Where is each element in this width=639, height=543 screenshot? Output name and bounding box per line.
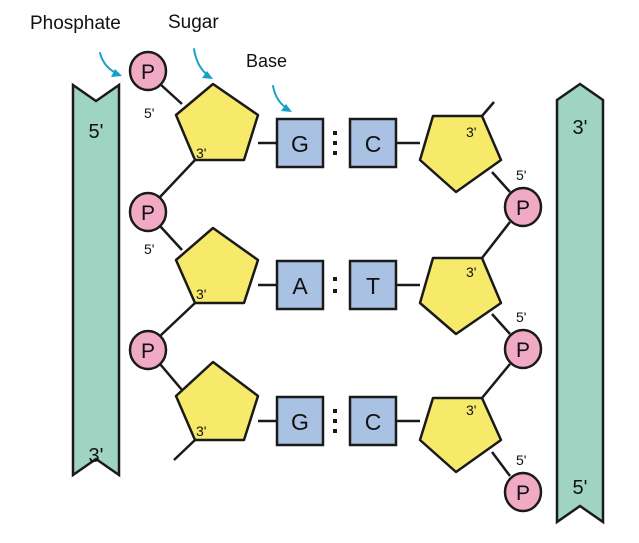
- base-caption: Base: [246, 51, 287, 71]
- phosphate-circle: [128, 50, 168, 92]
- bond-line: [173, 439, 196, 461]
- callout-arrowheads: [111, 69, 292, 112]
- hbond-dot: [333, 277, 337, 281]
- three-prime-label: 3': [466, 402, 476, 418]
- bond-line: [159, 159, 196, 198]
- sugar-pentagon: [174, 360, 260, 442]
- three-prime-label: 3': [196, 286, 206, 302]
- left-strand-backbone: [71, 82, 121, 478]
- phosphate-circle: [128, 191, 168, 233]
- left-strand-bottom-label: 3': [89, 445, 104, 467]
- sugar-pentagon: [418, 114, 503, 194]
- base-box-right: [348, 395, 398, 447]
- hbond-dot: [333, 151, 337, 155]
- arrowhead-icon: [111, 69, 122, 77]
- arrowhead-icon: [202, 71, 213, 79]
- phosphate-letter: P: [141, 340, 155, 363]
- five-prime-label: 5': [144, 241, 154, 257]
- phosphate-letter: P: [516, 482, 530, 505]
- hbond-dot: [333, 131, 337, 135]
- sugar-caption: Sugar: [168, 12, 219, 33]
- sugar-pentagon: [418, 396, 503, 474]
- sugar-pentagon: [418, 256, 503, 336]
- bases-group: G C A T G C: [275, 117, 398, 447]
- left-strand-top-label: 5': [89, 121, 104, 143]
- phosphate-circle: [503, 186, 543, 228]
- bond-line: [159, 363, 183, 391]
- bond-line: [491, 313, 511, 335]
- base-letter: G: [291, 131, 309, 157]
- phosphate-circle: [128, 329, 168, 371]
- phosphate-letter: P: [141, 61, 155, 84]
- sugar-pentagon: [174, 82, 260, 162]
- right-strand-backbone: [555, 82, 605, 525]
- phosphate-caption: Phosphate: [30, 13, 121, 34]
- prime-labels: 5' 3' 5' 3' 3' 3' 5' 3' 5' 3' 5': [144, 105, 526, 468]
- base-letter: T: [366, 273, 380, 299]
- three-prime-label: 3': [466, 124, 476, 140]
- bond-line: [481, 101, 495, 117]
- hbond-dot: [333, 141, 337, 145]
- phosphate-letter: P: [516, 197, 530, 220]
- five-prime-label: 5': [516, 309, 526, 325]
- hbond-dot: [333, 409, 337, 413]
- phosphate-circle: [503, 471, 543, 513]
- base-box-left: [275, 395, 325, 447]
- backbone-bonds: [159, 83, 511, 477]
- hbond-dot: [333, 429, 337, 433]
- base-letter: A: [292, 273, 308, 299]
- three-prime-label: 3': [466, 264, 476, 280]
- bond-line: [159, 302, 196, 337]
- phosphate-circle: [503, 328, 543, 370]
- three-prime-label: 3': [196, 145, 206, 161]
- five-prime-label: 5': [516, 167, 526, 183]
- bond-line: [159, 83, 183, 105]
- bond-line: [481, 221, 511, 259]
- bond-line: [491, 451, 511, 477]
- bond-line: [481, 363, 511, 399]
- bond-line: [159, 225, 183, 251]
- base-letter: C: [365, 409, 382, 435]
- base-box-right: [348, 259, 398, 311]
- sugar-pentagon: [174, 226, 260, 305]
- base-box-left: [275, 117, 325, 169]
- base-letter: C: [365, 131, 382, 157]
- five-prime-label: 5': [516, 452, 526, 468]
- phosphate-letter: P: [141, 202, 155, 225]
- right-strand-top-label: 3': [573, 117, 588, 139]
- phosphate-letter: P: [516, 339, 530, 362]
- hydrogen-bonds: [333, 131, 337, 433]
- five-prime-label: 5': [144, 105, 154, 121]
- base-box-left: [275, 259, 325, 311]
- right-strand-bottom-label: 5': [573, 477, 588, 499]
- hbond-dot: [333, 289, 337, 293]
- base-letter: G: [291, 409, 309, 435]
- sugar-group: [174, 82, 503, 474]
- three-prime-label: 3': [196, 423, 206, 439]
- bond-line: [491, 171, 511, 193]
- arrowhead-icon: [281, 104, 292, 112]
- hbond-dot: [333, 419, 337, 423]
- base-box-right: [348, 117, 398, 169]
- phosphate-group: P P P P P P: [128, 50, 543, 513]
